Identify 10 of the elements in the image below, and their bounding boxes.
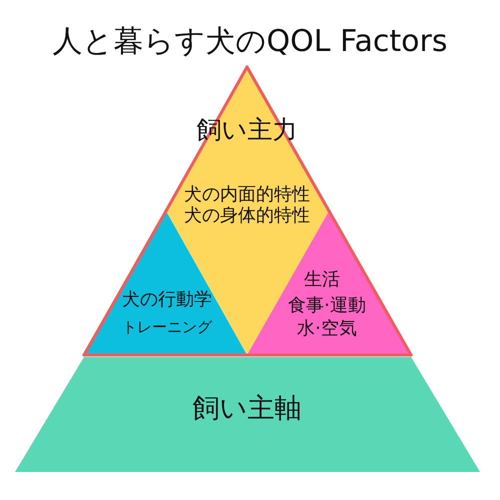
tier-text: 食事·運動 [288,295,366,317]
tier-text: トレーニング [122,318,212,336]
diagram-title: 人と暮らす犬のQOL Factors [52,23,448,61]
tier-text: 水·空気 [297,318,357,340]
pyramid-segment [13,355,482,474]
tier-heading: 飼い主軸 [192,392,302,426]
tier-text: 生活 [304,269,340,291]
tier-text: 犬の行動学 [122,289,212,311]
tier-text: 犬の内面的特性 [184,184,310,206]
tier-text: 犬の身体的特性 [184,205,310,227]
